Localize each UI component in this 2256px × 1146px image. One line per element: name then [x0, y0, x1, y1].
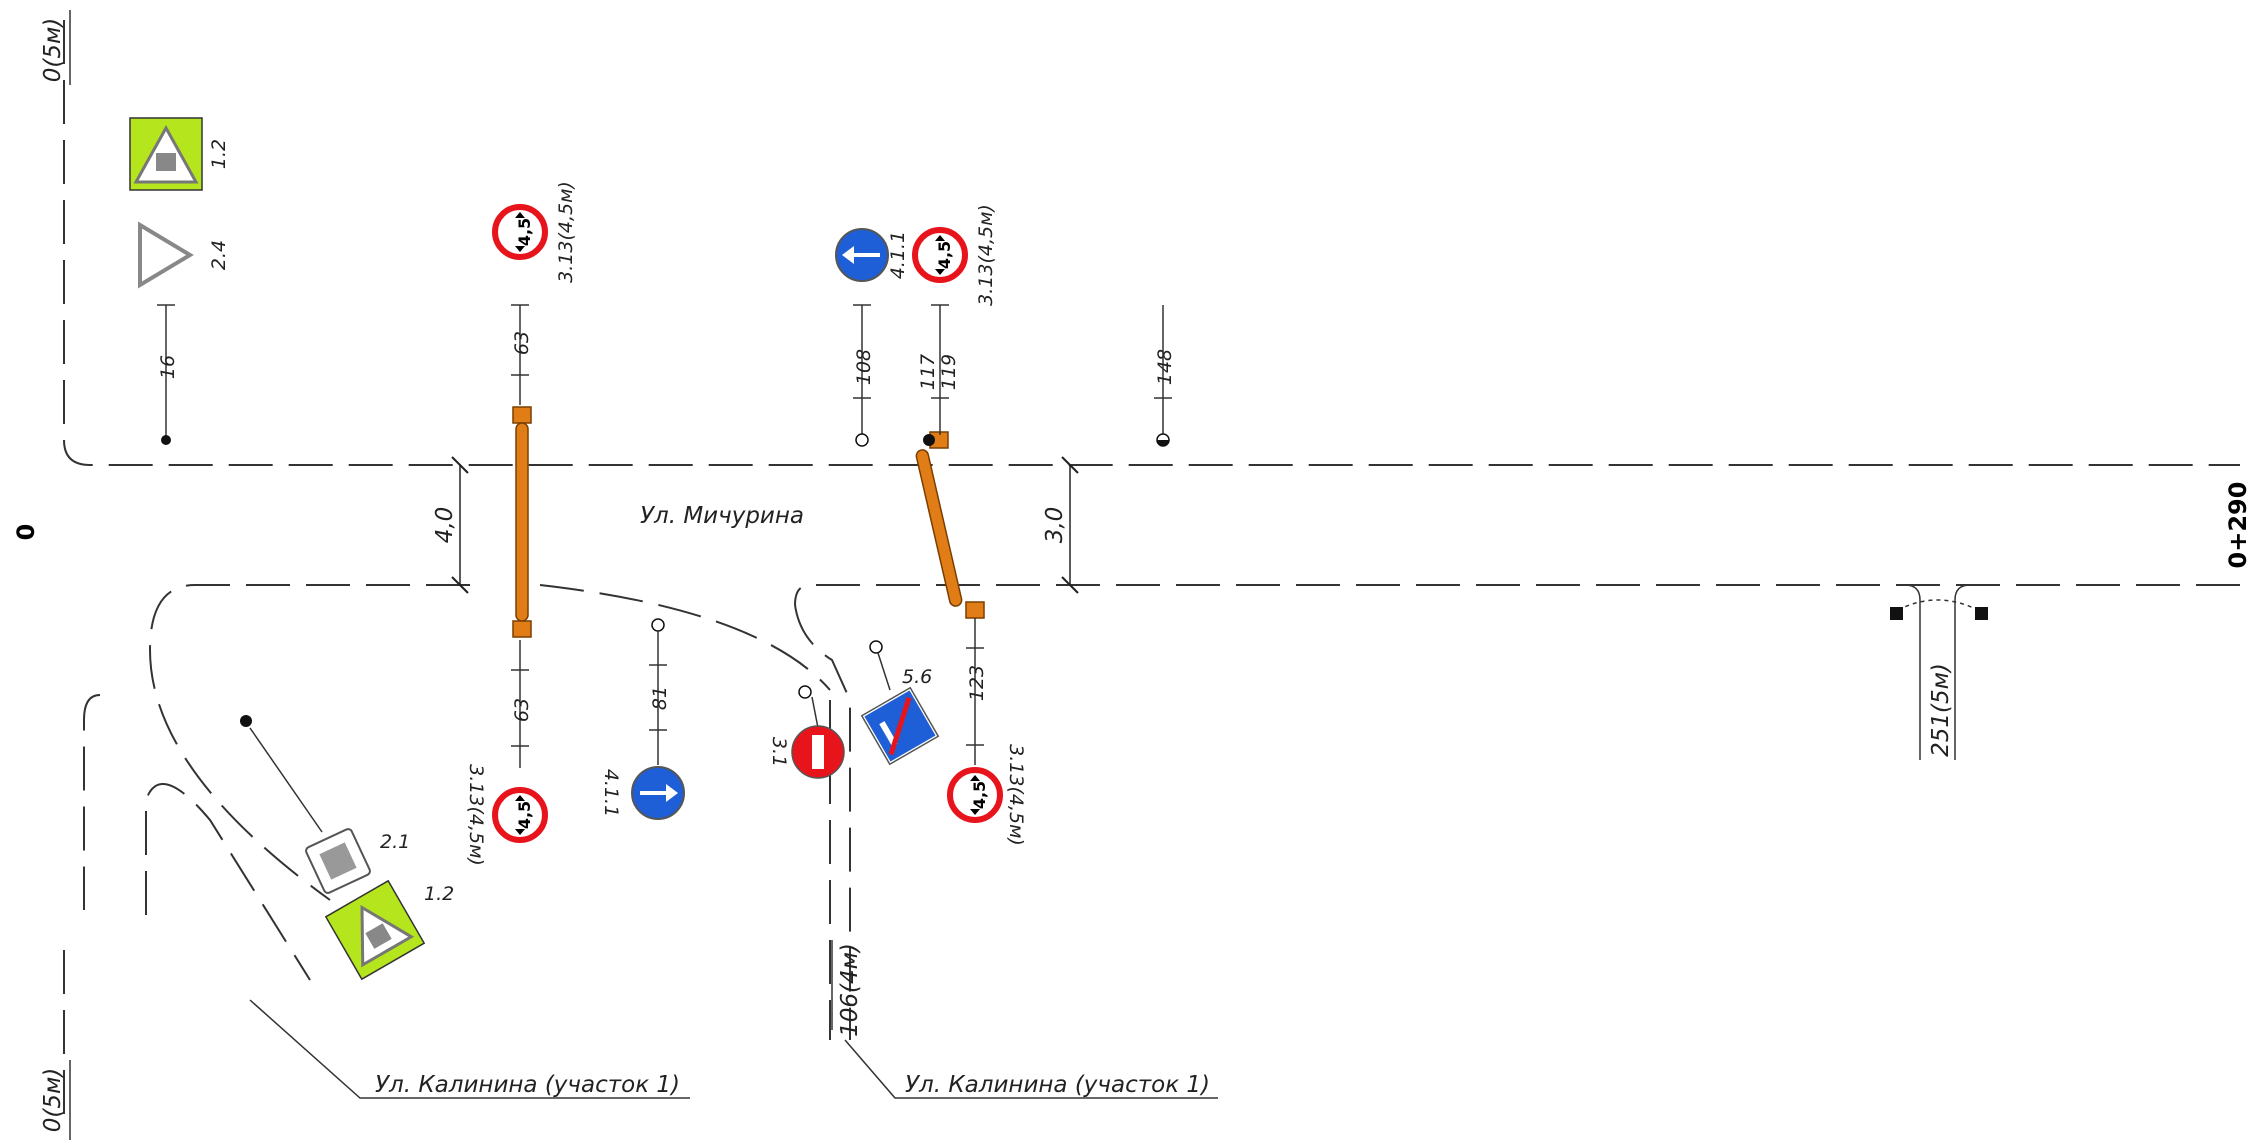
street-label-left: Ул. Калинина (участок 1) [249, 999, 690, 1099]
offset-251-label: 251(5м) [1928, 663, 1954, 757]
height-value-1: 4,5 [515, 218, 534, 246]
sign-3-1: 3.1 [768, 685, 845, 779]
sign-3-1-code: 3.1 [768, 737, 790, 767]
height-value-3: 4,5 [515, 801, 534, 829]
distance-81: 81 [649, 686, 671, 710]
sign-3-13-top-left: 4,5 3.13(4,5м) [492, 181, 577, 283]
post-63-bottom: 63 [511, 640, 533, 768]
end-chainage: 0+290 [2224, 482, 2252, 569]
post-16: 16 [157, 304, 179, 445]
distance-117: 117 [917, 354, 939, 390]
sign-3-13-bottom-right: 4,5 3.13(4,5м) [947, 744, 1027, 846]
distance-123: 123 [966, 665, 988, 701]
main-street-name: Ул. Мичурина [640, 503, 804, 529]
street-label-right: Ул. Калинина (участок 1) [844, 1039, 1218, 1099]
cross-street-right-name: Ул. Калинина (участок 1) [905, 1072, 1210, 1098]
offset-top-left: 0(5м) [40, 18, 66, 83]
distance-108: 108 [853, 349, 875, 385]
barrier-gate-right [915, 431, 985, 619]
sign-2-4-code: 2.4 [208, 240, 230, 270]
cross-street-left-name: Ул. Калинина (участок 1) [375, 1072, 680, 1098]
sign-3-13-bottom-right-code: 3.13(4,5м) [1005, 744, 1027, 846]
sign-3-13-top-right: 4,5 3.13(4,5м) [912, 204, 997, 306]
offset-106-label: 106(4м) [837, 943, 863, 1037]
width-dimension-right: 3,0 [1042, 456, 1079, 594]
start-chainage: 0 [12, 524, 40, 541]
sign-3-13-bottom-left: 4,5 3.13(4,5м) [465, 764, 548, 866]
offset-106: 106(4м) [831, 940, 863, 1037]
barrier-gate-left [512, 406, 532, 638]
sign-1-2-bottom-code: 1.2 [424, 883, 454, 905]
post-117-119: 117 119 [917, 304, 960, 446]
distance-16: 16 [157, 355, 179, 379]
distance-63-bottom: 63 [511, 698, 533, 722]
width-right-label: 3,0 [1042, 507, 1068, 544]
sign-3-13-top-left-code: 3.13(4,5м) [555, 181, 577, 283]
post-148: 148 [1154, 305, 1176, 447]
distance-119: 119 [938, 354, 960, 390]
sign-2-1-1-2-group: 2.1 1.2 [240, 715, 454, 981]
width-dimension-left: 4,0 [432, 456, 469, 594]
sign-2-4: 2.4 [138, 221, 230, 289]
sign-4-1-1-top: 4.1.1 [835, 228, 909, 282]
post-63-top: 63 [511, 304, 533, 405]
sign-3-13-bottom-left-code: 3.13(4,5м) [465, 764, 487, 866]
sign-4-1-1-bottom: 4.1.1 [600, 766, 685, 820]
post-81: 81 [649, 618, 671, 765]
distance-63-top: 63 [511, 331, 533, 355]
sign-4-1-1-bottom-code: 4.1.1 [600, 769, 622, 817]
post-123: 123 [966, 618, 988, 765]
sign-5-6: 5.6 [859, 640, 941, 767]
height-value-4: 4,5 [970, 781, 989, 809]
sign-2-1-code: 2.1 [380, 831, 410, 853]
height-value-2: 4,5 [935, 241, 954, 269]
sign-4-1-1-top-code: 4.1.1 [887, 231, 909, 279]
sign-3-13-top-right-code: 3.13(4,5м) [975, 204, 997, 306]
road-edges [63, 20, 2240, 1130]
sign-1-2-top: 1.2 [129, 117, 230, 191]
sign-1-2-top-code: 1.2 [208, 139, 230, 169]
width-left-label: 4,0 [432, 507, 458, 544]
post-108: 108 [853, 304, 875, 447]
offset-bottom-left: 0(5м) [40, 1068, 66, 1133]
sign-5-6-code: 5.6 [902, 666, 932, 688]
distance-148: 148 [1154, 349, 1176, 385]
